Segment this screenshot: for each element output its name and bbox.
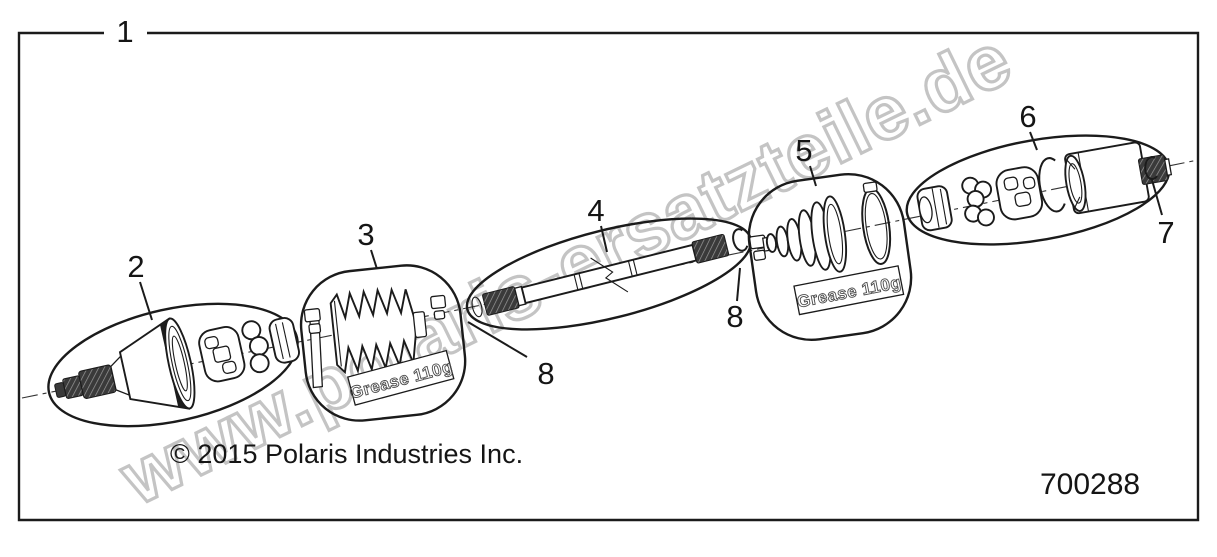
boot-clamp-small <box>430 294 447 310</box>
boot-clamp-buckle <box>303 308 321 323</box>
part-4-drive-shaft <box>465 217 753 331</box>
grease-box-outline <box>793 265 905 316</box>
race-groove <box>281 322 291 358</box>
boot-large-face <box>822 195 848 273</box>
part-2-outer-cv-joint <box>47 302 300 428</box>
grease-label-inner-box: Grease 110g <box>793 265 905 316</box>
housing-face-inner-ring <box>1068 163 1083 204</box>
shaft-step <box>632 259 638 276</box>
shaft-step <box>578 273 584 289</box>
boot-clamp-buckle <box>308 323 322 335</box>
bell-face-ring-outer <box>168 325 192 402</box>
boot-neck-collar <box>412 311 428 339</box>
frame-border <box>17 31 1200 522</box>
race-facet <box>939 188 948 225</box>
callout-8-left-leader <box>467 321 528 358</box>
cage-window <box>204 335 219 350</box>
cage-window <box>1014 191 1032 207</box>
inner-race-face <box>918 196 933 224</box>
bell-face-ring-inner <box>171 335 188 392</box>
callout-2-label: 2 <box>127 249 144 284</box>
callout-4-label: 4 <box>587 193 604 228</box>
cage-window <box>1003 176 1019 191</box>
housing-open-face <box>1064 154 1087 212</box>
part-5-balloon <box>747 172 913 342</box>
callout-1-label: 1 <box>116 14 133 49</box>
shaft-step <box>627 260 633 277</box>
shaft-circlip-left <box>471 296 483 318</box>
boot-end-disc <box>333 300 342 367</box>
drawing-number: 700288 <box>1040 468 1140 501</box>
copyright-text: © 2015 Polaris Industries Inc. <box>170 439 523 469</box>
leader-lines <box>139 131 1163 358</box>
shaft-spline-right <box>691 233 730 264</box>
shaft-step <box>573 274 579 291</box>
callout-6-label: 6 <box>1019 99 1036 134</box>
cage-window <box>221 360 237 375</box>
shaft-snap-ring-right <box>732 228 749 252</box>
callout-labels: 1 2 3 4 5 6 7 8 8 <box>116 14 1174 391</box>
shaft-break-mark <box>590 257 629 293</box>
housing-spline-tick <box>1074 196 1081 209</box>
housing-spline-stub <box>1137 154 1169 185</box>
race-facet <box>931 188 940 228</box>
callout-2-leader <box>139 281 153 321</box>
part-6-inner-cv-joint <box>905 134 1173 246</box>
boot-face-inner-ring <box>826 203 844 265</box>
callout-7-leader <box>1151 179 1163 216</box>
bearing-ball <box>977 208 995 227</box>
boot-clamp-buckle <box>753 249 767 261</box>
callout-4-leader <box>600 225 608 253</box>
race-groove <box>274 323 284 360</box>
part-2-balloon <box>47 302 299 428</box>
callout-7-label: 7 <box>1157 215 1174 250</box>
callout-8-left-label: 8 <box>537 356 554 391</box>
boot-clamp-small <box>433 309 446 320</box>
boot-fold <box>765 233 778 253</box>
part-3-outer-boot-kit: Grease 110g <box>299 264 467 422</box>
callout-8-right-leader <box>736 267 741 302</box>
retaining-ring-7 <box>1144 156 1158 181</box>
cage-window <box>1022 176 1036 190</box>
part-5-inner-boot-kit: Grease 110g <box>747 172 913 342</box>
bearing-ball <box>249 353 270 374</box>
callout-3-leader <box>370 249 378 270</box>
cage-window <box>212 345 232 363</box>
joint-snap-ring <box>1038 157 1066 213</box>
stub-tip <box>1163 158 1173 177</box>
housing-spline-tick <box>1066 160 1076 170</box>
ring-clamp-tab <box>862 181 878 193</box>
grease-box-outline <box>346 349 455 406</box>
part-3-balloon <box>299 264 467 422</box>
callout-3-label: 3 <box>357 217 374 252</box>
boot-ring-clamp-inner <box>864 193 888 260</box>
callout-6-leader <box>1029 131 1038 151</box>
callout-5-leader <box>809 165 817 187</box>
callout-5-label: 5 <box>795 133 812 168</box>
callout-8-right-label: 8 <box>726 299 743 334</box>
